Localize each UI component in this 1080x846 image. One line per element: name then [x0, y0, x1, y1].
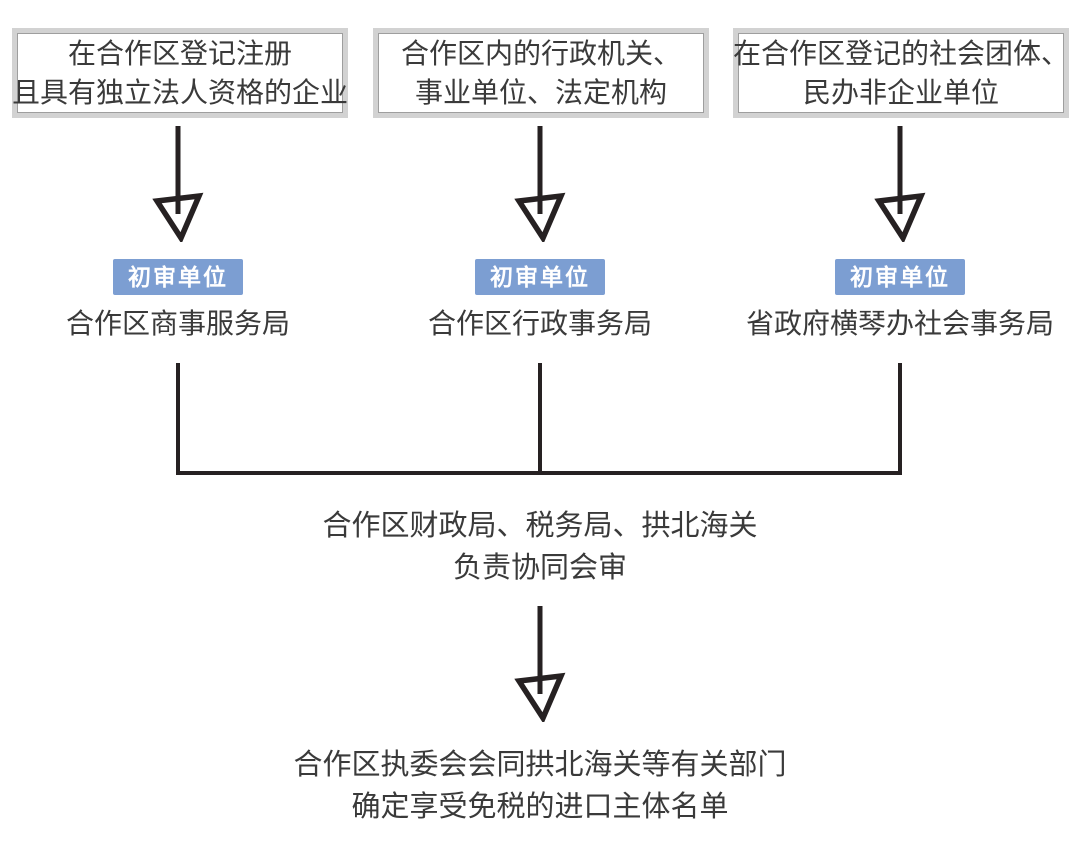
initial-review-badge: 初审单位 — [475, 259, 605, 295]
initial-review-badge: 初审单位 — [835, 259, 965, 295]
source-box-text-line: 合作区内的行政机关、 — [400, 38, 681, 69]
source-box-registered-enterprises: 在合作区登记注册 且具有独立法人资格的企业 — [12, 33, 348, 113]
down-arrow-icon — [148, 124, 208, 242]
connector-line-vertical — [898, 363, 902, 475]
source-box-social-organizations: 在合作区登记的社会团体、 民办非企业单位 — [733, 33, 1069, 113]
final-decision-text-line: 合作区执委会会同拱北海关等有关部门 — [293, 749, 787, 781]
final-decision-text-line: 确定享受免税的进口主体名单 — [351, 791, 729, 823]
down-arrow-icon — [870, 124, 930, 242]
down-arrow-icon — [510, 124, 570, 242]
initial-review-badge: 初审单位 — [113, 259, 243, 295]
joint-review-text-line: 负责协同会审 — [452, 552, 627, 584]
source-box-text-line: 且具有独立法人资格的企业 — [12, 77, 349, 108]
connector-line-horizontal — [176, 471, 902, 475]
connector-line-vertical — [176, 363, 180, 475]
connector-line-vertical — [538, 363, 542, 475]
joint-review-text-line: 合作区财政局、税务局、拱北海关 — [322, 510, 758, 542]
final-decision-text: 合作区执委会会同拱北海关等有关部门 确定享受免税的进口主体名单 — [140, 744, 940, 828]
source-box-text-line: 在合作区登记注册 — [67, 38, 292, 69]
review-unit-label: 省政府横琴办社会事务局 — [745, 308, 1054, 339]
joint-review-text: 合作区财政局、税务局、拱北海关 负责协同会审 — [140, 505, 940, 589]
source-box-text-line: 民办非企业单位 — [802, 77, 999, 108]
review-unit-label: 合作区商事服务局 — [65, 308, 290, 339]
source-box-text-line: 在合作区登记的社会团体、 — [733, 38, 1070, 69]
source-box-admin-organs: 合作区内的行政机关、 事业单位、法定机构 — [378, 33, 704, 113]
down-arrow-icon — [510, 604, 570, 722]
source-box-text-line: 事业单位、法定机构 — [414, 77, 667, 108]
review-unit-label: 合作区行政事务局 — [427, 308, 652, 339]
